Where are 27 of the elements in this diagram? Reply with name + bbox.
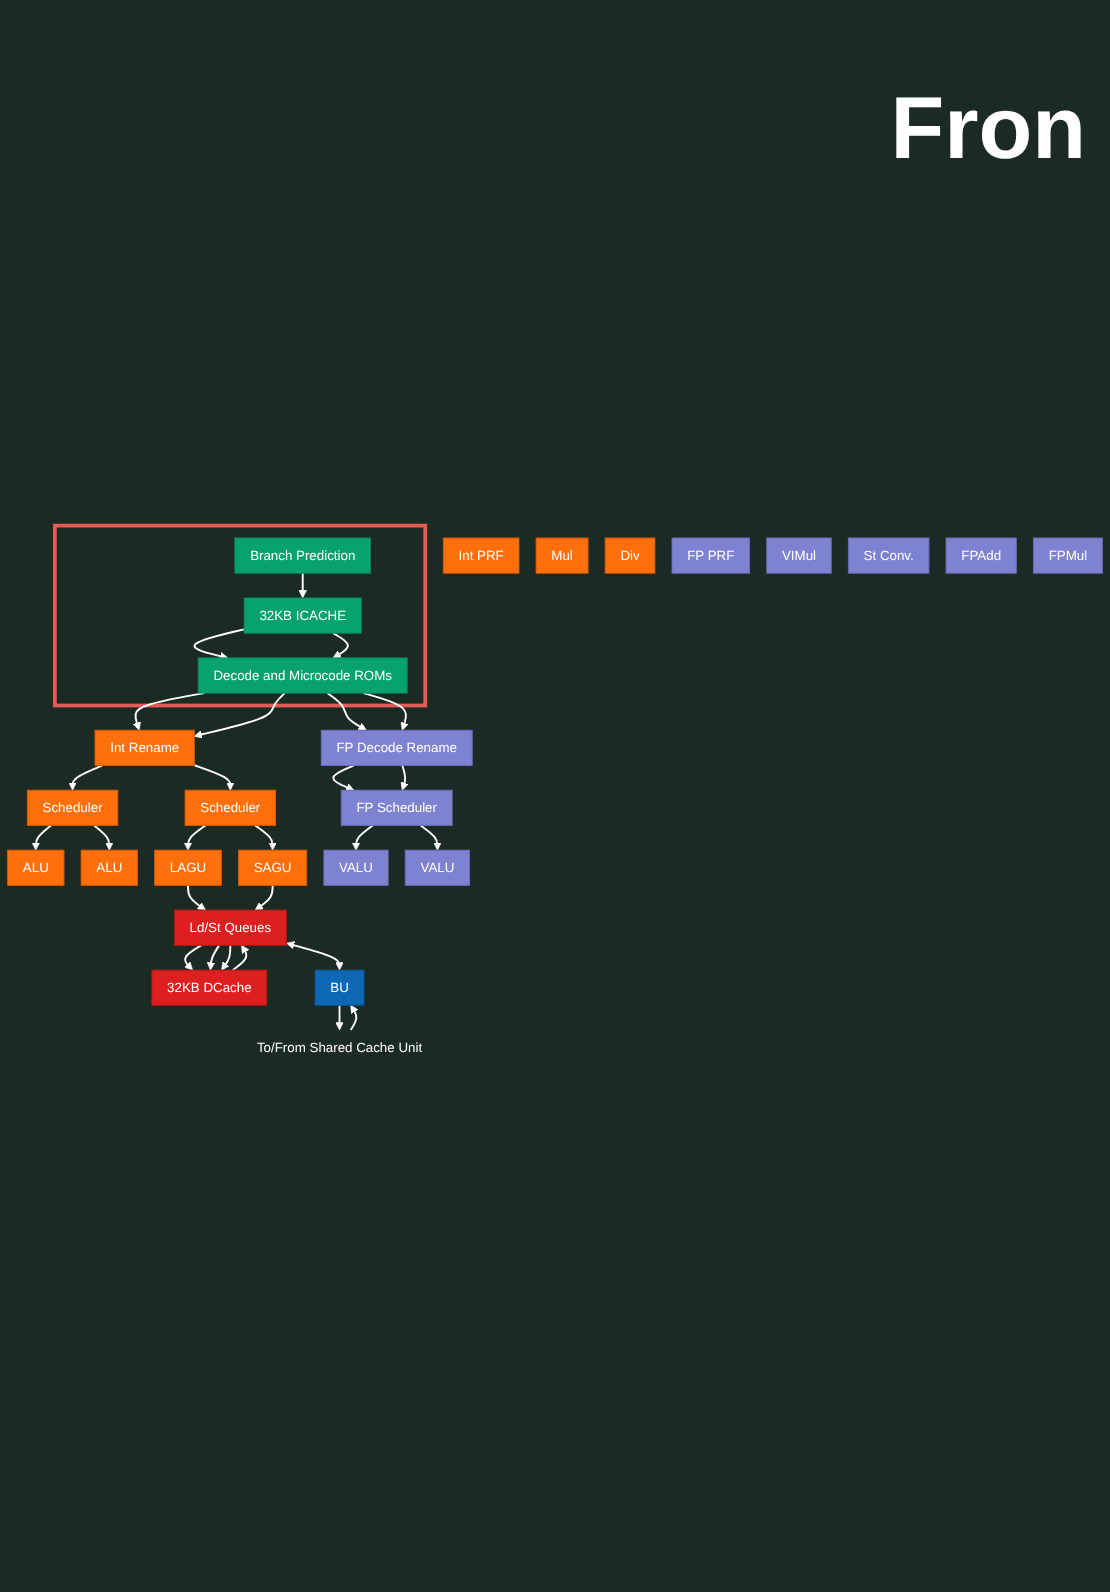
arrow — [193, 628, 246, 661]
arrow — [194, 692, 286, 740]
arrow — [31, 825, 52, 852]
arrow — [298, 572, 307, 599]
arrow — [326, 692, 367, 732]
arrow — [286, 941, 344, 971]
arrow — [332, 632, 349, 659]
arrow — [93, 825, 114, 852]
arrow — [362, 692, 409, 732]
arrow — [335, 1004, 344, 1031]
arrow — [419, 825, 442, 852]
cluster — [52, 524, 428, 708]
arrow — [332, 765, 355, 792]
arrow — [351, 825, 374, 852]
arrow — [184, 944, 203, 971]
slide-title: Fron — [890, 80, 1086, 180]
arrow — [254, 884, 274, 912]
arrow — [349, 1005, 359, 1032]
arrow — [193, 764, 235, 792]
arrow — [183, 825, 207, 852]
arrow — [187, 884, 206, 912]
arrow — [221, 944, 232, 971]
arrow — [400, 765, 409, 792]
arrow — [206, 944, 221, 971]
arrow — [231, 945, 250, 972]
arrow — [68, 765, 104, 792]
arrow — [254, 825, 277, 852]
